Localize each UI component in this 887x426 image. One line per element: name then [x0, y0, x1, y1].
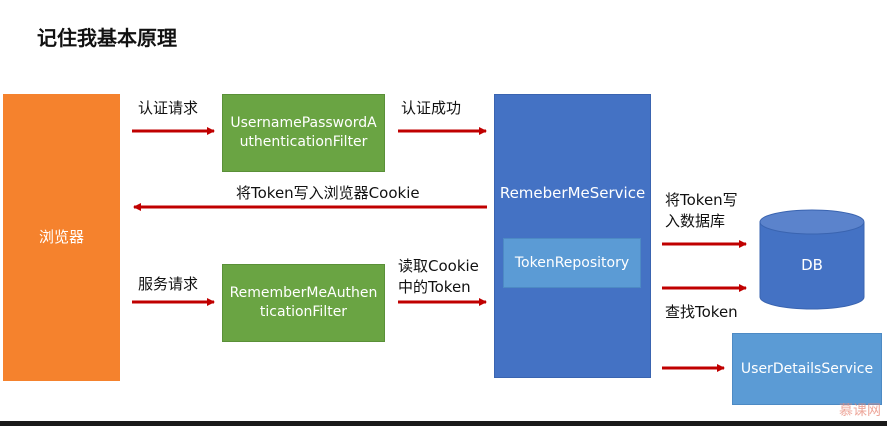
- label-service-request: 服务请求: [138, 275, 199, 293]
- label-read-cookie: 读取Cookie 中的Token: [398, 256, 479, 298]
- db-label: DB: [801, 255, 823, 274]
- token-repository-node: TokenRepository: [503, 238, 641, 288]
- label-auth-success: 认证成功: [401, 99, 462, 117]
- browser-node: 浏览器: [3, 94, 120, 381]
- user-details-service-node: UserDetailsService: [732, 333, 882, 405]
- page-title: 记住我基本原理: [37, 26, 177, 50]
- upaf-node: UsernamePasswordAuthenticationFilter: [222, 94, 385, 172]
- upaf-label: UsernamePasswordAuthenticationFilter: [230, 115, 377, 150]
- remember-me-service-node: RemeberMeService: [494, 94, 651, 378]
- rmaf-label: RememberMeAuthenticationFilter: [229, 285, 378, 320]
- label-read-cookie-line2: 中的Token: [398, 278, 471, 296]
- label-write-db: 将Token写 入数据库: [665, 190, 738, 232]
- label-read-cookie-line1: 读取Cookie: [398, 257, 479, 275]
- label-write-cookie: 将Token写入浏览器Cookie: [236, 184, 420, 202]
- rmaf-node: RememberMeAuthenticationFilter: [222, 264, 385, 342]
- bottom-bar: [0, 421, 887, 426]
- db-cylinder: [759, 209, 865, 310]
- label-query-token: 查找Token: [665, 303, 738, 321]
- label-write-db-line1: 将Token写: [665, 191, 738, 209]
- label-write-db-line2: 入数据库: [665, 212, 726, 230]
- watermark-logo: 慕课网: [839, 403, 881, 419]
- label-auth-request: 认证请求: [138, 99, 199, 117]
